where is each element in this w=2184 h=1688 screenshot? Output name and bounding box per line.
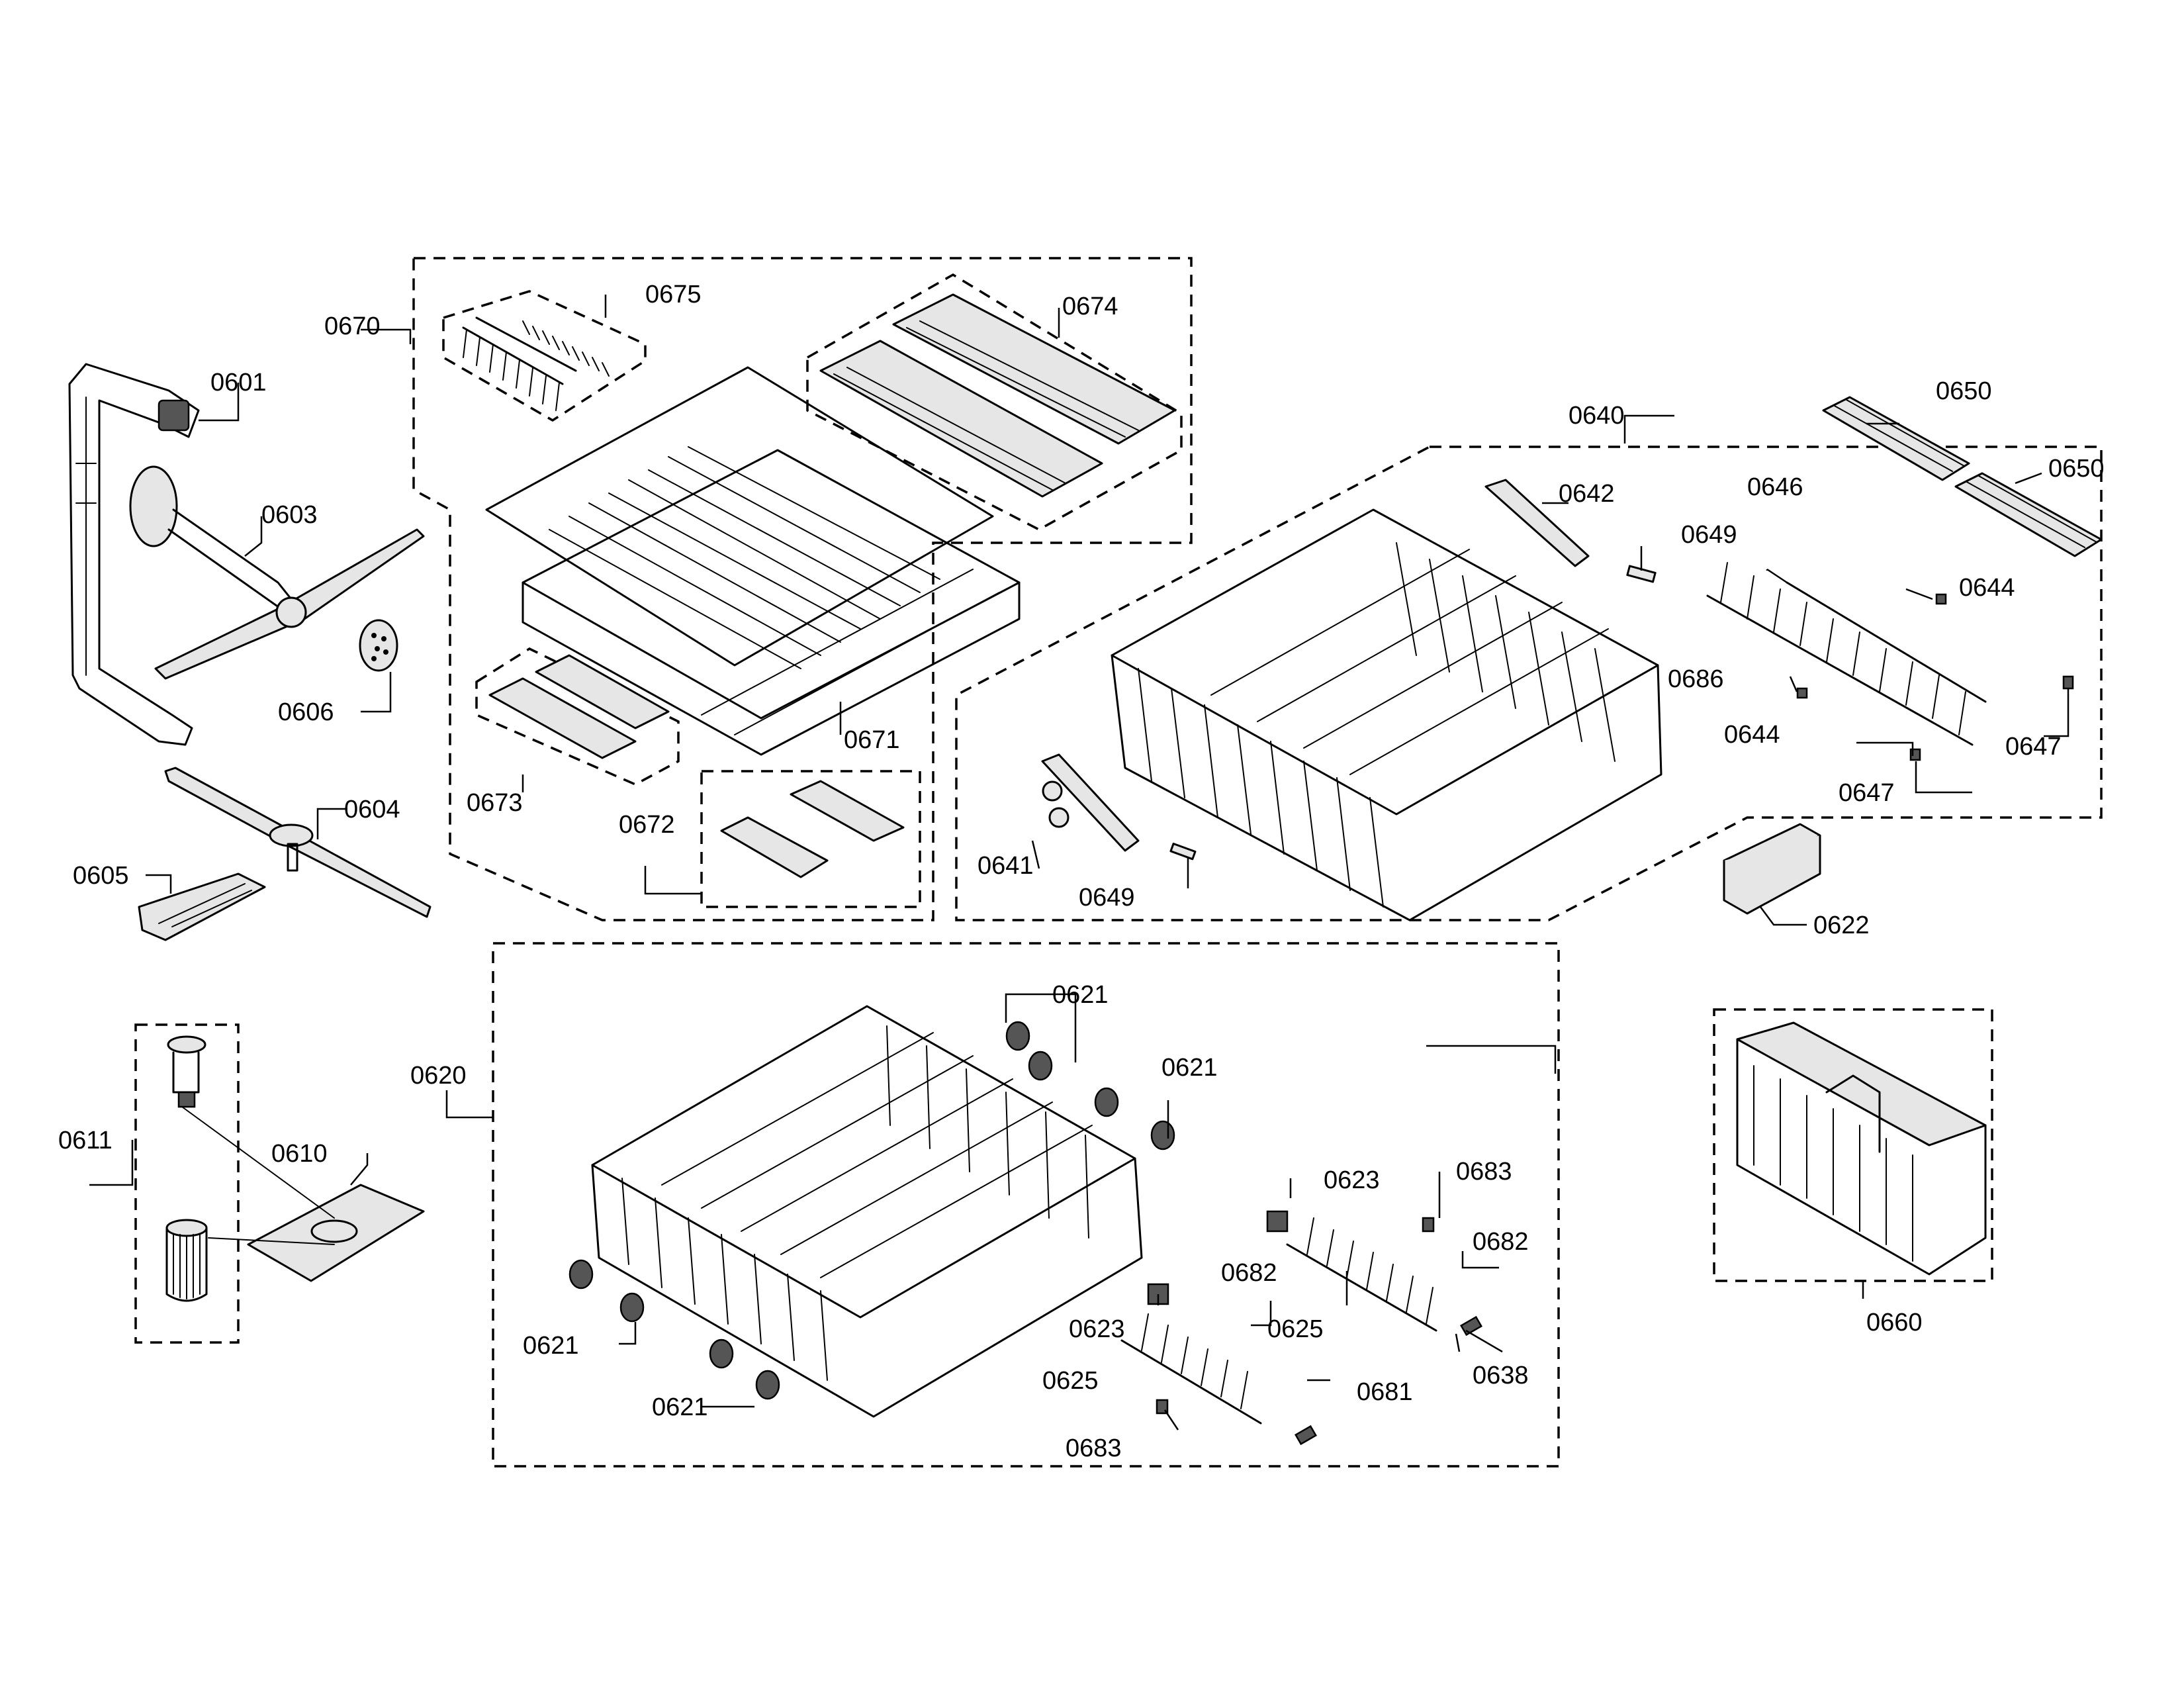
cutlery-basket-0660 [1736,1021,1987,1276]
label-0603: 0603 [261,501,318,529]
label-0686: 0686 [1668,665,1724,693]
cover-plate-0605 [138,872,266,941]
cup-shelf-0674 [819,293,1176,498]
rack-adjuster-0641 [1041,753,1197,861]
rack-clips-0672 [720,780,905,878]
label-0674: 0674 [1062,293,1118,320]
group-0670-outline [412,257,1193,921]
group-0672-outline [700,770,921,908]
label-0673: 0673 [467,789,523,817]
label-0646: 0646 [1747,473,1803,501]
label-0647-a: 0647 [2005,733,2062,761]
label-0683-b: 0683 [1066,1434,1122,1462]
small-clips [1147,1210,1482,1446]
label-0672: 0672 [619,811,675,839]
group-0673-outline [475,647,680,786]
lower-rack-0620 [591,1005,1143,1418]
wheels-0621 [569,1021,1175,1400]
tine-rows-0682 [1120,1217,1437,1425]
label-0623-a: 0623 [1324,1166,1380,1194]
label-0660: 0660 [1866,1309,1923,1336]
label-0620: 0620 [410,1062,467,1090]
label-0621-a: 0621 [1052,981,1109,1009]
rack-clips-0673 [488,654,670,759]
label-0647-b: 0647 [1839,779,1895,807]
label-0604: 0604 [344,796,400,823]
label-0675: 0675 [645,281,702,308]
label-0625-a: 0625 [1267,1315,1324,1343]
label-0610: 0610 [271,1140,328,1168]
comb-0675 [462,316,610,411]
filter-disk-0606 [359,619,398,672]
label-0606: 0606 [278,698,334,726]
upper-rack-0640 [1111,508,1662,921]
tine-row-0650-a [1822,396,1970,481]
label-0623-b: 0623 [1069,1315,1125,1343]
label-0649-b: 0649 [1079,884,1135,912]
label-0649-a: 0649 [1681,521,1737,549]
third-rack-0671 [485,366,1021,756]
leader-lines [89,295,2070,1430]
label-0638: 0638 [1473,1362,1529,1389]
label-0621-d: 0621 [652,1393,708,1421]
micro-filter-0610 [181,1106,425,1282]
label-0682-b: 0682 [1221,1259,1277,1287]
rack-adjuster-0642 [1484,479,1657,583]
group-0660-outline [1713,1008,1993,1282]
label-0642: 0642 [1559,480,1615,508]
rack-handle-0622 [1723,823,1821,915]
folding-tines-0686 [1706,562,1987,746]
label-0621-b: 0621 [1161,1054,1218,1082]
part-labels: 0601 0603 0606 0604 0605 0610 0611 0620 … [58,281,2105,1462]
label-0650-b: 0650 [2048,455,2105,483]
label-0625-b: 0625 [1042,1367,1099,1395]
lower-spray-arm-0604 [164,767,432,918]
upper-spray-arm-0603 [129,465,425,680]
label-0670: 0670 [324,312,381,340]
label-0682-a: 0682 [1473,1228,1529,1256]
label-0681: 0681 [1357,1378,1413,1406]
label-0621-c: 0621 [523,1332,579,1360]
label-0671: 0671 [844,726,900,754]
label-0650-a: 0650 [1936,377,1992,405]
label-0683-a: 0683 [1456,1158,1512,1186]
label-0622: 0622 [1813,912,1870,939]
group-0675-outline [442,290,647,422]
label-0605: 0605 [73,862,129,890]
label-0601: 0601 [210,369,267,397]
tine-row-0650-b [1954,472,2103,557]
fine-filter-0611 [165,1035,208,1302]
group-0674-outline [806,273,1183,531]
label-0611: 0611 [58,1127,113,1154]
group-0611-outline [134,1023,240,1344]
supply-tube-0601 [68,363,200,746]
label-0640: 0640 [1569,402,1625,430]
label-0641: 0641 [978,852,1034,880]
label-0644-a: 0644 [1959,574,2015,602]
label-0644-b: 0644 [1724,721,1780,749]
